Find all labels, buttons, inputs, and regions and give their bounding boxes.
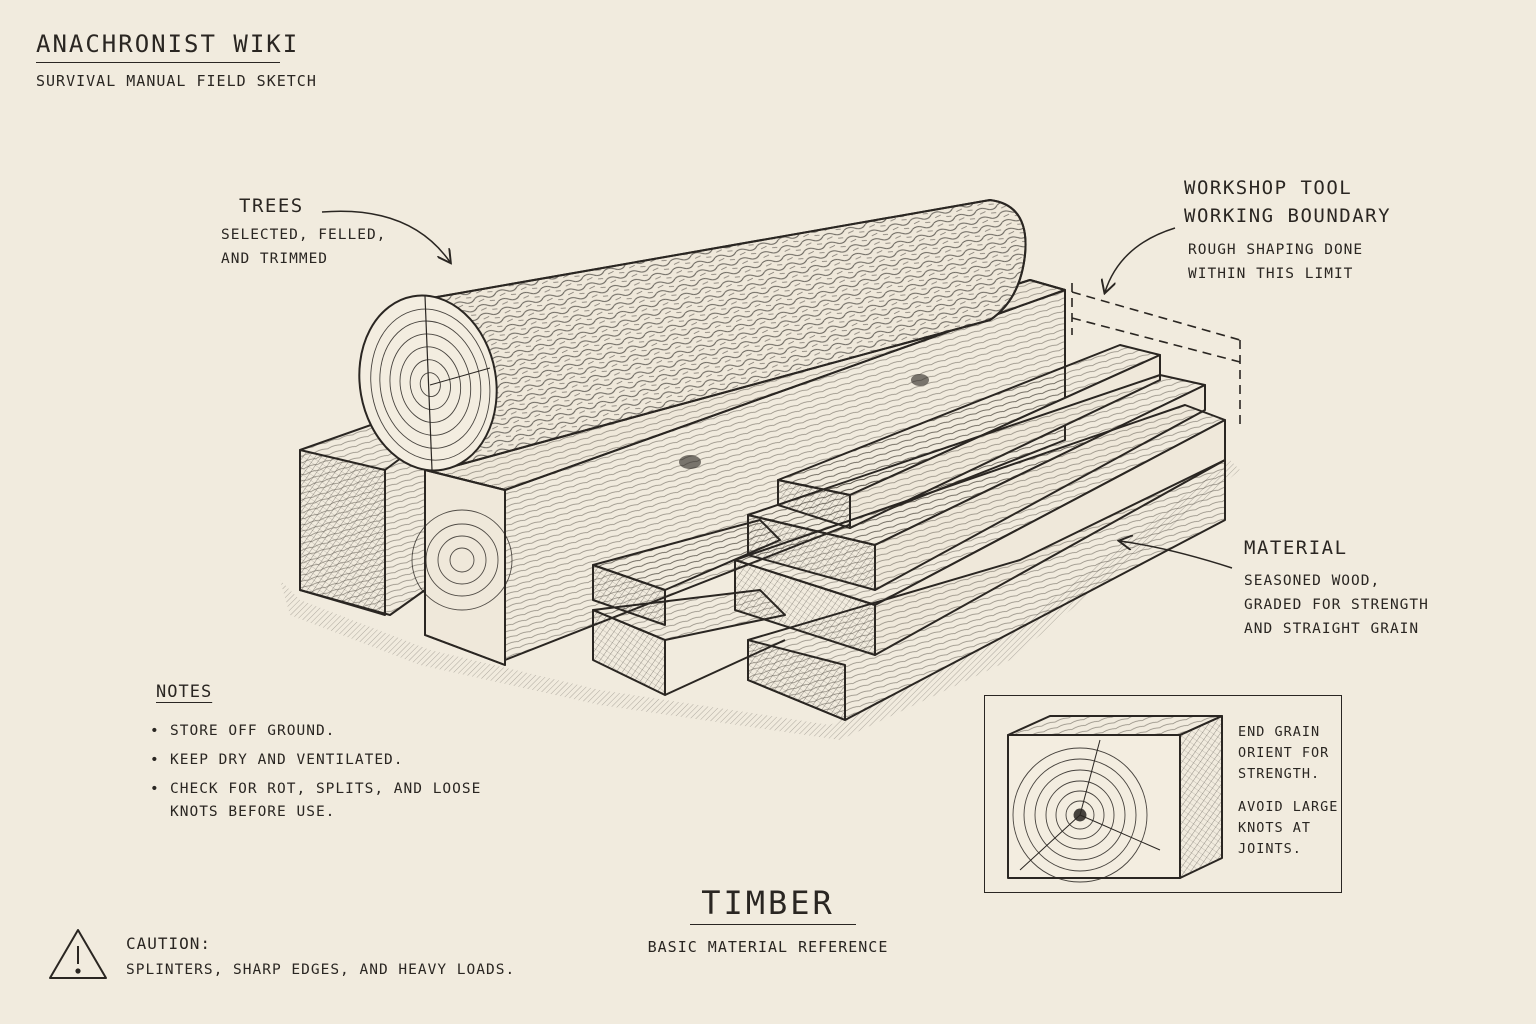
- warning-triangle-icon: [49, 929, 107, 979]
- note-item: KEEP DRY AND VENTILATED.: [150, 749, 500, 772]
- page-title: TIMBER: [701, 884, 835, 922]
- site-title: ANACHRONIST WIKI: [36, 30, 300, 58]
- page-subtitle: BASIC MATERIAL REFERENCE: [647, 938, 889, 956]
- material-desc-1: SEASONED WOOD,: [1244, 573, 1381, 589]
- end-grain-inset: [984, 695, 1342, 893]
- end-grain-block: [1007, 715, 1223, 883]
- inset-line-3: STRENGTH.: [1238, 766, 1321, 782]
- note-item: STORE OFF GROUND.: [150, 720, 500, 743]
- site-subtitle: SURVIVAL MANUAL FIELD SKETCH: [36, 72, 317, 90]
- boundary-desc-2: WITHIN THIS LIMIT: [1188, 266, 1354, 282]
- material-label: MATERIAL: [1244, 537, 1348, 559]
- boundary-desc-1: ROUGH SHAPING DONE: [1188, 242, 1364, 258]
- inset-text: END GRAIN ORIENT FOR STRENGTH. AVOID LAR…: [1238, 722, 1338, 860]
- workshop-boundary-lines: [1071, 283, 1241, 430]
- caution-heading: CAUTION:: [126, 934, 212, 953]
- trees-desc-1: SELECTED, FELLED,: [221, 227, 387, 243]
- boundary-label-2: WORKING BOUNDARY: [1184, 205, 1392, 227]
- material-desc-3: AND STRAIGHT GRAIN: [1244, 621, 1420, 637]
- notes-list: STORE OFF GROUND. KEEP DRY AND VENTILATE…: [150, 720, 500, 830]
- felled-log: [358, 199, 1027, 472]
- page-title-underline: [690, 924, 856, 925]
- boundary-label-1: WORKSHOP TOOL: [1184, 177, 1353, 199]
- trees-label: TREES: [239, 195, 304, 217]
- left-square-beam: [299, 419, 426, 616]
- note-item: CHECK FOR ROT, SPLITS, AND LOOSE KNOTS B…: [150, 778, 500, 824]
- inset-line-5: KNOTS AT: [1238, 820, 1312, 836]
- site-title-underline: [36, 62, 280, 63]
- trees-desc-2: AND TRIMMED: [221, 251, 329, 267]
- inset-line-4: AVOID LARGE: [1238, 799, 1339, 815]
- plank-stack: [592, 344, 1226, 721]
- inset-line-1: END GRAIN: [1238, 724, 1321, 740]
- inset-line-6: JOINTS.: [1238, 841, 1302, 857]
- inset-line-2: ORIENT FOR: [1238, 745, 1330, 761]
- caution-text: SPLINTERS, SHARP EDGES, AND HEAVY LOADS.: [126, 962, 516, 978]
- leader-arrows: [321, 210, 1233, 569]
- material-desc-2: GRADED FOR STRENGTH: [1244, 597, 1429, 613]
- notes-heading: NOTES: [156, 682, 213, 702]
